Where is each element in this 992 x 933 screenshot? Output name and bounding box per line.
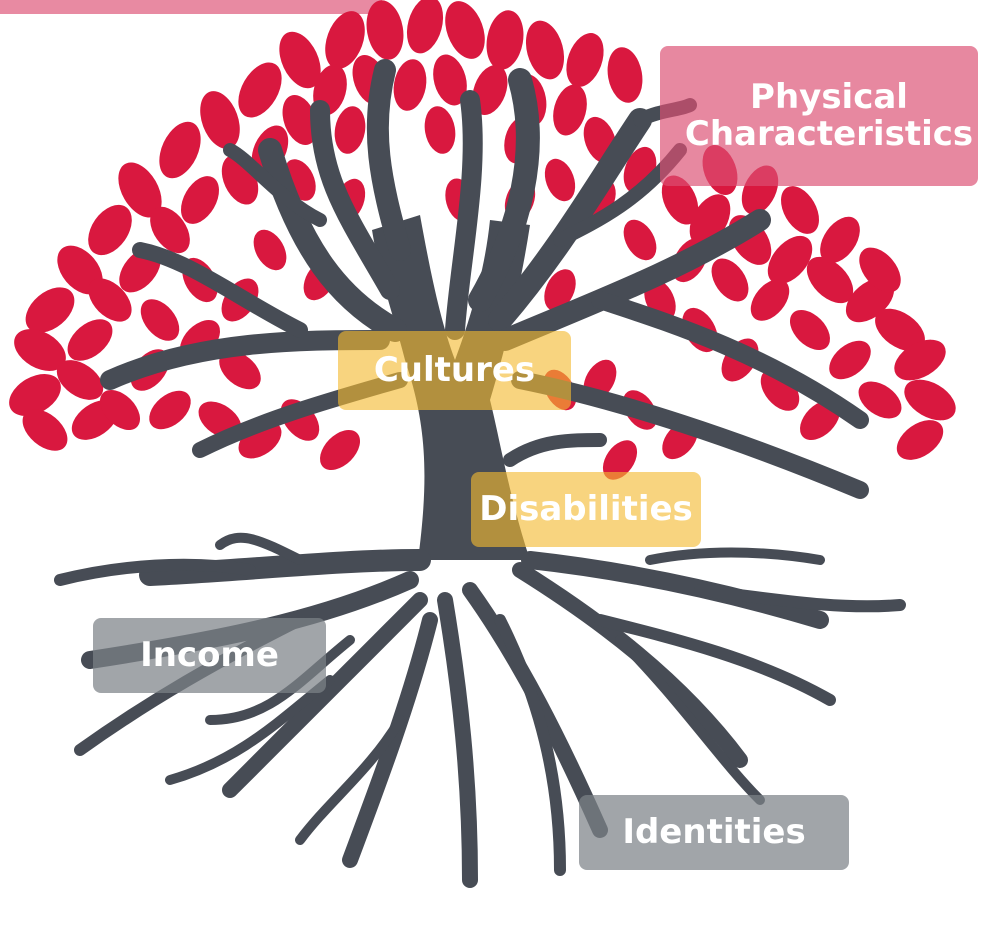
- branch: [223, 143, 327, 227]
- root: [645, 547, 825, 565]
- root: [694, 584, 906, 613]
- leaf: [219, 350, 261, 390]
- label-cultures: Cultures: [338, 331, 571, 410]
- root: [205, 635, 355, 725]
- leaf: [279, 31, 321, 89]
- leaf: [25, 287, 75, 333]
- top-corner-tab: [0, 0, 382, 14]
- leaf: [829, 340, 871, 380]
- root: [139, 549, 431, 586]
- leaf: [406, 0, 444, 54]
- leaf: [319, 429, 361, 471]
- branch: [132, 242, 308, 338]
- leaf: [894, 339, 946, 381]
- leaf: [781, 186, 819, 234]
- leaf: [150, 206, 190, 254]
- leaf: [607, 47, 643, 103]
- leaf: [661, 175, 699, 225]
- leaf: [806, 256, 854, 304]
- leaf: [253, 229, 287, 271]
- label-physical-characteristics: Physical Characteristics: [660, 46, 978, 186]
- leaf: [88, 278, 132, 322]
- root: [165, 675, 335, 785]
- leaf: [544, 269, 576, 311]
- leaf: [525, 20, 565, 80]
- leaf: [566, 33, 604, 87]
- leaf: [14, 329, 66, 371]
- root: [222, 592, 428, 798]
- branch: [468, 68, 540, 312]
- root: [54, 558, 256, 586]
- leaf: [99, 389, 141, 431]
- leaf: [393, 59, 427, 111]
- leaf: [181, 176, 219, 224]
- leaf: [486, 10, 524, 70]
- leaf: [159, 121, 201, 179]
- leaf: [875, 308, 925, 352]
- root: [494, 614, 566, 876]
- leaf: [750, 279, 790, 321]
- leaf: [200, 91, 240, 149]
- leaf: [334, 106, 366, 154]
- leaf: [858, 381, 902, 419]
- leaf: [896, 420, 944, 460]
- branch: [445, 90, 483, 340]
- leaf: [904, 379, 956, 421]
- leaf: [22, 409, 68, 451]
- leaf: [424, 106, 456, 154]
- leaf: [859, 247, 901, 293]
- leaf: [88, 204, 132, 256]
- branch: [591, 291, 869, 429]
- leaf: [149, 390, 191, 430]
- branch: [366, 59, 411, 261]
- root: [521, 551, 829, 629]
- leaf: [366, 0, 404, 60]
- leaf: [602, 440, 638, 480]
- root: [615, 635, 765, 805]
- leaf: [118, 162, 162, 218]
- leaf: [9, 374, 61, 416]
- label-disabilities: Disabilities: [471, 472, 701, 547]
- leaf: [623, 219, 657, 261]
- leaf: [140, 299, 180, 341]
- branch: [488, 108, 652, 332]
- leaf: [433, 54, 467, 106]
- leaf: [445, 1, 485, 59]
- root: [594, 614, 836, 706]
- leaf: [238, 62, 282, 118]
- root: [215, 532, 305, 565]
- leaf: [711, 258, 749, 302]
- leaf: [325, 11, 365, 69]
- leaf: [789, 309, 831, 351]
- leaf: [67, 319, 113, 361]
- leaf: [544, 158, 576, 202]
- leaf: [56, 360, 104, 400]
- leaf: [553, 84, 587, 136]
- root: [342, 612, 438, 868]
- branch: [310, 100, 400, 300]
- branch: [503, 433, 607, 467]
- label-identities: Identities: [579, 795, 849, 870]
- leaf: [767, 235, 813, 285]
- leaf: [472, 64, 508, 116]
- root: [295, 715, 405, 845]
- leaf: [820, 216, 860, 264]
- branch: [494, 209, 771, 351]
- root: [437, 592, 478, 888]
- leaf: [282, 94, 318, 146]
- label-income: Income: [93, 618, 326, 693]
